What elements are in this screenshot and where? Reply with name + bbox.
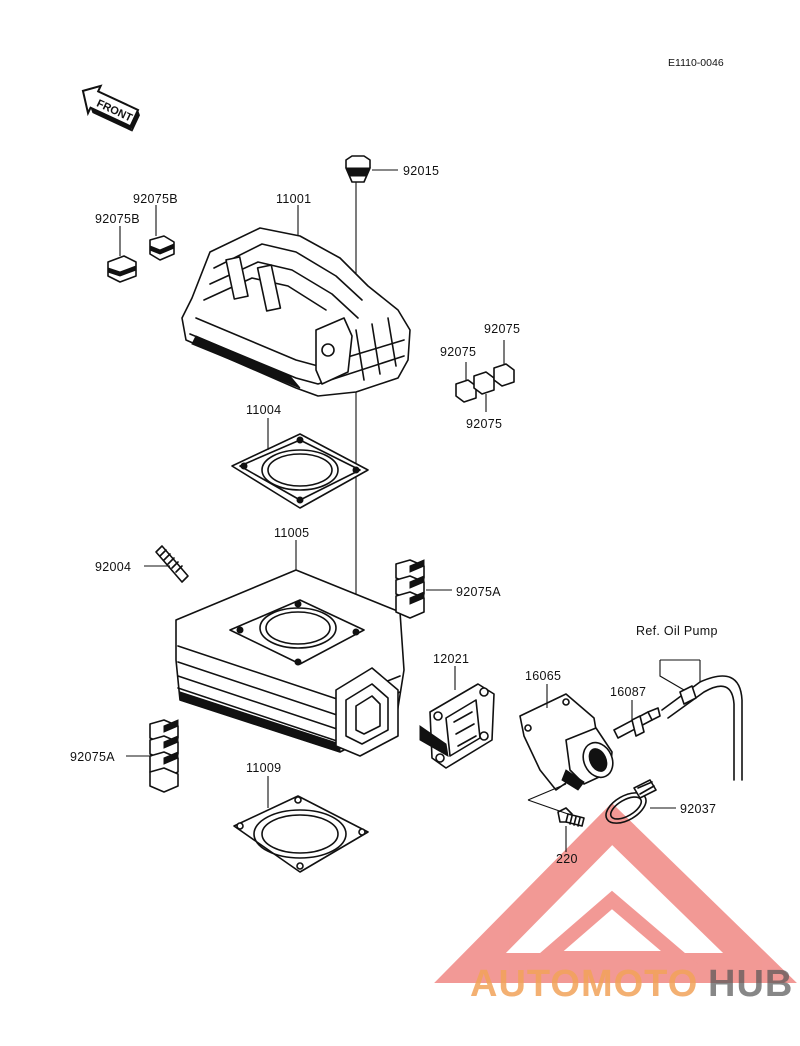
intake-manifold-16065 bbox=[519, 693, 614, 791]
reed-valve-12021 bbox=[419, 683, 495, 769]
bolt-220 bbox=[557, 807, 585, 827]
label-92075B-upper: 92075B bbox=[133, 192, 178, 206]
label-220: 220 bbox=[556, 852, 578, 866]
label-92075-mid: 92075 bbox=[440, 345, 476, 359]
watermark-text-secondary: HUB bbox=[708, 963, 793, 1005]
label-11009: 11009 bbox=[246, 761, 281, 775]
cap-92075B-right bbox=[149, 235, 175, 261]
front-arrow-icon: FRONT bbox=[81, 84, 140, 132]
label-11005: 11005 bbox=[274, 526, 309, 540]
label-16087: 16087 bbox=[610, 685, 646, 699]
label-12021: 12021 bbox=[433, 652, 469, 666]
oil-line-hose bbox=[661, 675, 743, 781]
head-gasket-11004 bbox=[231, 433, 369, 509]
nut-92015 bbox=[345, 155, 398, 183]
cylinder-11005 bbox=[175, 569, 405, 757]
label-11001: 11001 bbox=[276, 192, 311, 206]
caps-92075A-left bbox=[149, 719, 179, 793]
caps-92075A-right bbox=[395, 559, 425, 619]
clamp-92037 bbox=[605, 779, 657, 824]
cap-92075B-left bbox=[107, 255, 137, 283]
watermark-logo bbox=[434, 802, 797, 983]
label-92075A-right: 92075A bbox=[456, 585, 501, 599]
diagram-code: E1110-0046 bbox=[668, 57, 724, 69]
bolt-220-leader bbox=[527, 783, 569, 852]
label-92075-bottom: 92075 bbox=[466, 417, 502, 431]
label-92004: 92004 bbox=[95, 560, 131, 574]
base-gasket-11009 bbox=[233, 795, 369, 873]
watermark-text-primary: AUTOMOTO bbox=[470, 963, 698, 1005]
cylinder-head-11001 bbox=[181, 227, 411, 397]
label-16065: 16065 bbox=[525, 669, 561, 683]
label-92075-top: 92075 bbox=[484, 322, 520, 336]
label-ref-oil-pump: Ref. Oil Pump bbox=[636, 624, 718, 638]
nipple-16087 bbox=[613, 707, 661, 739]
label-92015: 92015 bbox=[403, 164, 439, 178]
label-92075A-left: 92075A bbox=[70, 750, 115, 764]
label-92075B-lower: 92075B bbox=[95, 212, 140, 226]
oil-pump-leader bbox=[659, 659, 701, 691]
stud-92004 bbox=[155, 545, 189, 583]
caps-92075-group bbox=[455, 363, 515, 403]
label-92037: 92037 bbox=[680, 802, 716, 816]
label-11004: 11004 bbox=[246, 403, 281, 417]
